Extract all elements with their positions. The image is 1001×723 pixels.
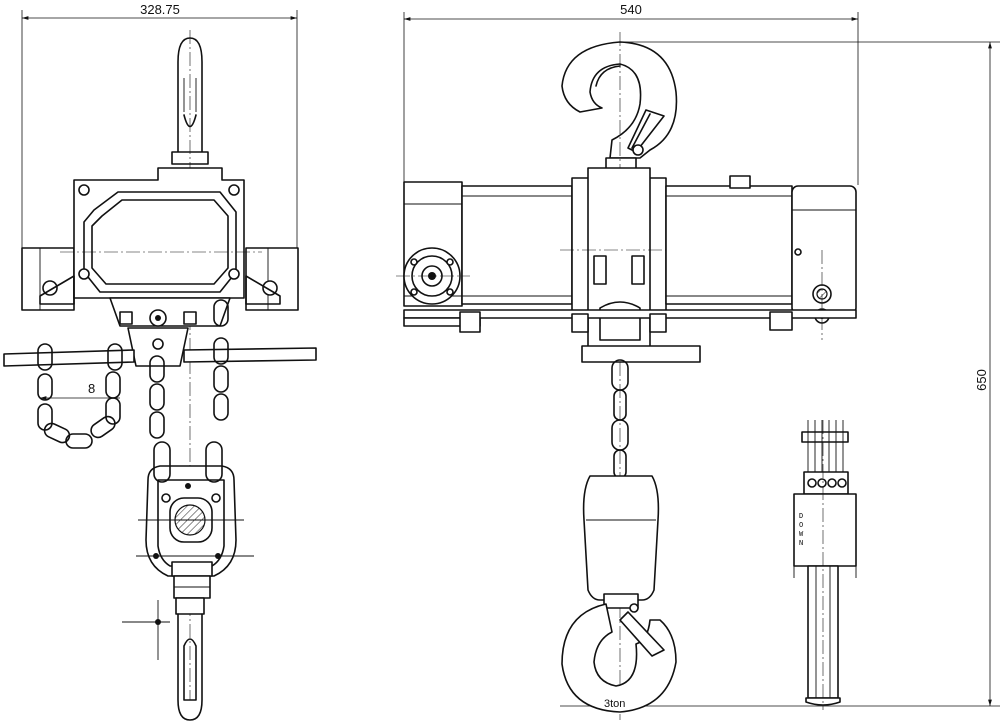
bottom-rails (403, 309, 857, 333)
pendant-label-w: W (799, 530, 804, 538)
front-view: 3ton (396, 32, 857, 720)
bottom-hook-front: 3ton (561, 603, 677, 713)
capacity-label: 3ton (604, 698, 625, 710)
load-chain-side (149, 299, 229, 439)
dimension-label-height: 650 (974, 369, 989, 391)
bottom-block-front (582, 475, 660, 609)
center-frame (560, 167, 701, 363)
gear-housing-side (39, 167, 281, 305)
dimension-label-front-width: 540 (620, 2, 642, 17)
dimension-label-side-width: 328.75 (140, 2, 180, 17)
hand-chain-loop (37, 343, 123, 449)
brake-housing (396, 181, 573, 307)
chain-guide-side (109, 297, 231, 367)
cross-bar-side (3, 347, 317, 367)
bottom-block-side (122, 441, 254, 660)
bottom-hook-side (177, 613, 203, 721)
side-view: 8 (3, 30, 317, 721)
load-chain-front (611, 359, 629, 479)
pendant-control: D O W N (793, 420, 857, 710)
pendant-label-o: O (799, 521, 803, 529)
dimension-label-chain-offset: 8 (88, 381, 95, 396)
pendant-label-n: N (799, 539, 803, 547)
dimension-chain-offset: 8 (40, 381, 120, 400)
dimension-width-side: 328.75 (21, 2, 298, 255)
pendant-label-d: D (799, 512, 803, 520)
dimension-height-front: 650 (560, 41, 1000, 707)
